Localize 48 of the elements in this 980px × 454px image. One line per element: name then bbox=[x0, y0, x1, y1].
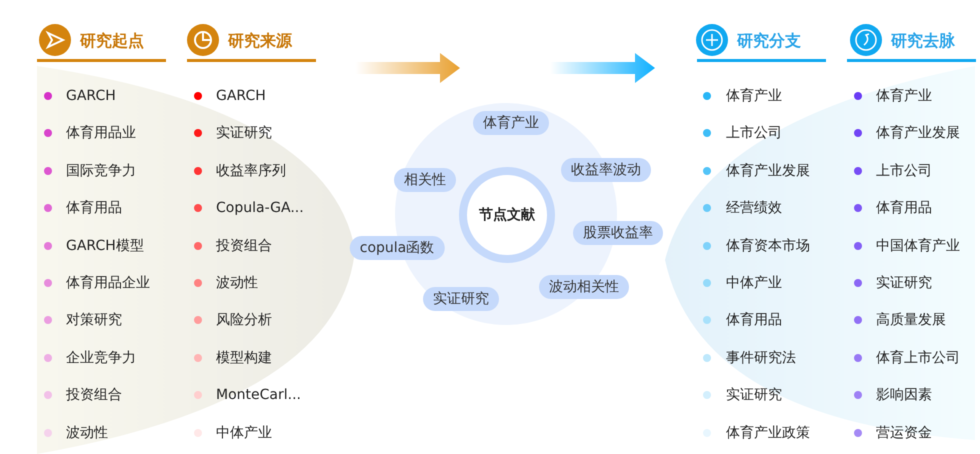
keyword-bubble: 股票收益率 bbox=[573, 221, 663, 245]
keyword-text: 波动性 bbox=[66, 424, 108, 442]
keyword-text: 影响因素 bbox=[876, 386, 932, 404]
keyword-text: 实证研究 bbox=[876, 274, 932, 292]
keyword-text: GARCH bbox=[66, 87, 116, 105]
keyword-text: 营运资金 bbox=[876, 424, 932, 442]
keyword-text: GARCH模型 bbox=[66, 236, 144, 255]
keyword-text: GARCH bbox=[216, 87, 266, 105]
column-heading: 研究分支 bbox=[737, 31, 801, 51]
keyword-text: 实证研究 bbox=[726, 386, 782, 404]
column-heading: 研究来源 bbox=[228, 31, 292, 51]
keyword-text: 体育资本市场 bbox=[726, 236, 810, 255]
keyword-text: 体育用品 bbox=[876, 199, 932, 218]
keyword-text: 体育产业 bbox=[876, 87, 932, 105]
keyword-text: 中体产业 bbox=[216, 424, 272, 442]
keyword-text: Copula-GA... bbox=[216, 199, 304, 218]
keyword-text: MonteCarl... bbox=[216, 386, 301, 404]
keyword-text: 投资组合 bbox=[216, 236, 272, 255]
keyword-text: 体育用品企业 bbox=[66, 274, 150, 292]
keyword-text: 体育用品业 bbox=[66, 124, 136, 142]
keyword-text: 收益率序列 bbox=[216, 162, 286, 180]
column-heading: 研究起点 bbox=[80, 31, 144, 51]
keyword-text: 事件研究法 bbox=[726, 348, 796, 367]
keyword-text: 体育用品 bbox=[66, 199, 122, 218]
keyword-text: 波动性 bbox=[216, 274, 258, 292]
keyword-text: 体育产业政策 bbox=[726, 424, 810, 442]
keyword-text: 经营绩效 bbox=[726, 199, 782, 218]
keyword-text: 投资组合 bbox=[66, 386, 122, 404]
keyword-bubble: 波动相关性 bbox=[539, 275, 629, 299]
keyword-text: 模型构建 bbox=[216, 348, 272, 367]
keyword-text: 风险分析 bbox=[216, 311, 272, 330]
keyword-text: 体育上市公司 bbox=[876, 348, 960, 367]
keyword-text: 体育产业 bbox=[726, 87, 782, 105]
keyword-bubble: 收益率波动 bbox=[561, 158, 651, 182]
keyword-text: 上市公司 bbox=[726, 124, 782, 142]
keyword-bubble: copula函数 bbox=[350, 236, 444, 260]
keyword-text: 上市公司 bbox=[876, 162, 932, 180]
keyword-text: 对策研究 bbox=[66, 311, 122, 330]
keyword-text: 体育产业发展 bbox=[726, 162, 810, 180]
keyword-text: 体育产业发展 bbox=[876, 124, 960, 142]
keyword-text: 实证研究 bbox=[216, 124, 272, 142]
column-heading: 研究去脉 bbox=[891, 31, 955, 51]
keyword-text: 中国体育产业 bbox=[876, 236, 960, 255]
keyword-text: 高质量发展 bbox=[876, 311, 946, 330]
keyword-text: 企业竞争力 bbox=[66, 348, 136, 367]
keyword-text: 中体产业 bbox=[726, 274, 782, 292]
keyword-text: 体育用品 bbox=[726, 311, 782, 330]
keyword-text: 国际竞争力 bbox=[66, 162, 136, 180]
